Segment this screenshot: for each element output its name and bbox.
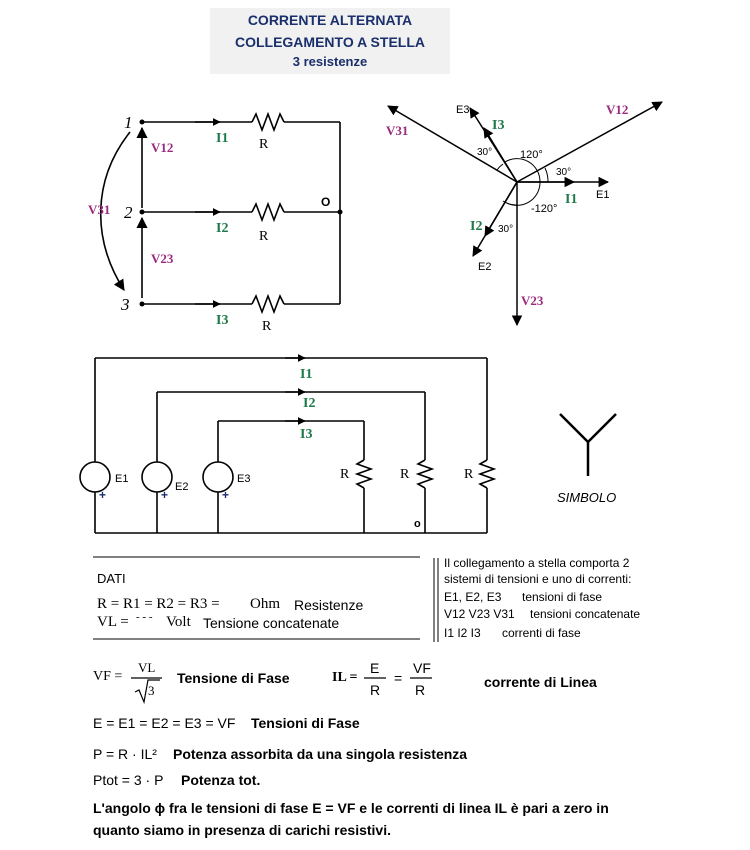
data-voltage-desc: Tensione concatenate xyxy=(203,615,340,631)
voltage-sources xyxy=(79,461,234,493)
source-e1-plus: + xyxy=(99,488,106,502)
data-voltage-unit: Volt xyxy=(166,614,191,630)
current-2-label: I2 xyxy=(216,221,228,236)
node-3-label: 3 xyxy=(120,295,130,314)
current-3-label: I3 xyxy=(216,313,228,328)
phasor-i1-label: I1 xyxy=(565,192,577,207)
title-line-1: CORRENTE ALTERNATA xyxy=(247,12,413,28)
sqrt-sign-icon xyxy=(134,679,160,705)
notes-line-1: Il collegamento a stella comporta 2 xyxy=(444,556,630,570)
notes-line-4-desc: tensioni concatenate xyxy=(530,607,641,621)
formula-power-desc: Potenza assorbita da una singola resiste… xyxy=(173,746,468,762)
title-line-2: COLLEGAMENTO A STELLA xyxy=(234,34,426,50)
star-center-label: O xyxy=(321,195,330,209)
voltage-v23-label: V23 xyxy=(151,251,174,266)
phasor-v23-label: V23 xyxy=(521,293,544,308)
source-e3-label: E3 xyxy=(237,473,250,485)
source-e1-circle xyxy=(79,461,111,493)
phasor-e2-label: E2 xyxy=(478,261,491,273)
source-e1-label: E1 xyxy=(115,473,128,485)
phasor-angle-arcs xyxy=(496,158,549,206)
source-e3-plus: + xyxy=(222,488,229,502)
notes-line-4-symbols: V12 V23 V31 xyxy=(444,607,515,621)
circuit2-current-1-label: I1 xyxy=(300,367,312,382)
formula-vf-lhs: VF = xyxy=(93,669,123,684)
formula-il-eq: = xyxy=(394,670,403,686)
notes-line-5-symbols: I1 I2 I3 xyxy=(444,626,481,640)
formula-il-num2: VF xyxy=(413,660,431,676)
star-circuit-nodes xyxy=(139,119,343,307)
phasor-angle-30-top-label: 30° xyxy=(477,147,492,158)
formula-e-desc: Tensioni di Fase xyxy=(251,715,360,731)
notes-line-2: sistemi di tensioni e uno di correnti: xyxy=(444,572,632,586)
formula-angle-line-2: quanto siamo in presenza di carichi resi… xyxy=(93,822,391,838)
formula-vf-denominator: 3 xyxy=(148,683,155,698)
formula-e-equality: E = E1 = E2 = E3 = VF xyxy=(93,715,236,731)
data-resistances: R = R1 = R2 = R3 = xyxy=(97,596,220,612)
title-line-3: 3 resistenze xyxy=(292,54,368,69)
formula-ptot-desc: Potenza tot. xyxy=(181,772,261,788)
phasor-e3-label: E3 xyxy=(456,104,469,116)
source-e3-circle xyxy=(202,461,234,493)
formula-vf-numerator: VL xyxy=(138,660,156,675)
load-r1-label: R xyxy=(340,467,350,482)
formula-ptot: Ptot = 3 · P xyxy=(93,772,164,788)
data-voltage: VL = xyxy=(97,614,129,630)
formula-il-lhs: IL = xyxy=(332,670,358,685)
source-circuit-arrows xyxy=(285,354,306,425)
data-voltage-value: - - - xyxy=(136,611,153,623)
formula-il-num1: E xyxy=(370,660,380,676)
voltage-v31-label: V31 xyxy=(88,202,110,217)
phasor-e1-label: E1 xyxy=(596,189,609,201)
title-box: CORRENTE ALTERNATA COLLEGAMENTO A STELLA… xyxy=(210,8,450,74)
source-e2-label: E2 xyxy=(175,481,188,493)
load-r2-label: R xyxy=(400,467,410,482)
symbol-label: SIMBOLO xyxy=(557,490,616,505)
phasor-v12-label: V12 xyxy=(606,102,628,117)
source-e2-plus: + xyxy=(161,488,168,502)
formula-il-den1: R xyxy=(370,682,381,698)
resistor-3-label: R xyxy=(262,319,272,334)
phasor-v31-label: V31 xyxy=(386,123,408,138)
formula-vf-desc: Tensione di Fase xyxy=(177,670,290,686)
circuit2-center-label: o xyxy=(414,518,421,530)
circuit2-current-2-label: I2 xyxy=(303,396,315,411)
formula-angle-line-1: L'angolo ϕ fra le tensioni di fase E = V… xyxy=(93,800,609,816)
phasor-angle-30-bottom-label: 30° xyxy=(498,224,513,235)
notes-line-3-symbols: E1, E2, E3 xyxy=(444,590,502,604)
phasor-i2-label: I2 xyxy=(470,219,482,234)
node-2-label: 2 xyxy=(124,203,133,222)
data-heading: DATI xyxy=(97,571,126,586)
formula-power: P = R · IL² xyxy=(93,746,157,762)
resistor-2-label: R xyxy=(259,229,269,244)
load-r3-label: R xyxy=(464,467,474,482)
phasor-i3-label: I3 xyxy=(492,118,504,133)
data-dividers xyxy=(93,556,439,642)
source-circuit-wires xyxy=(94,357,497,534)
source-e2-circle xyxy=(141,461,173,493)
resistor-1-label: R xyxy=(259,137,269,152)
node-1-label: 1 xyxy=(124,113,133,132)
phasor-angle-120-label: 120° xyxy=(520,149,543,161)
current-1-label: I1 xyxy=(216,131,228,146)
notes-line-3-desc: tensioni di fase xyxy=(522,590,603,604)
formula-il-desc: corrente di Linea xyxy=(484,674,597,690)
voltage-v12-label: V12 xyxy=(151,140,173,155)
notes-line-5-desc: correnti di fase xyxy=(502,626,581,640)
phasor-angle-minus120-label: -120° xyxy=(531,203,557,215)
star-symbol-icon xyxy=(559,413,617,476)
circuit2-current-3-label: I3 xyxy=(300,427,312,442)
data-resistances-unit: Ohm xyxy=(250,596,280,612)
phasor-angle-30-right-label: 30° xyxy=(556,167,571,178)
phasor-vectors xyxy=(387,101,663,327)
star-circuit-arrows xyxy=(99,118,221,308)
data-resistances-desc: Resistenze xyxy=(294,597,364,613)
formula-il-den2: R xyxy=(415,682,426,698)
